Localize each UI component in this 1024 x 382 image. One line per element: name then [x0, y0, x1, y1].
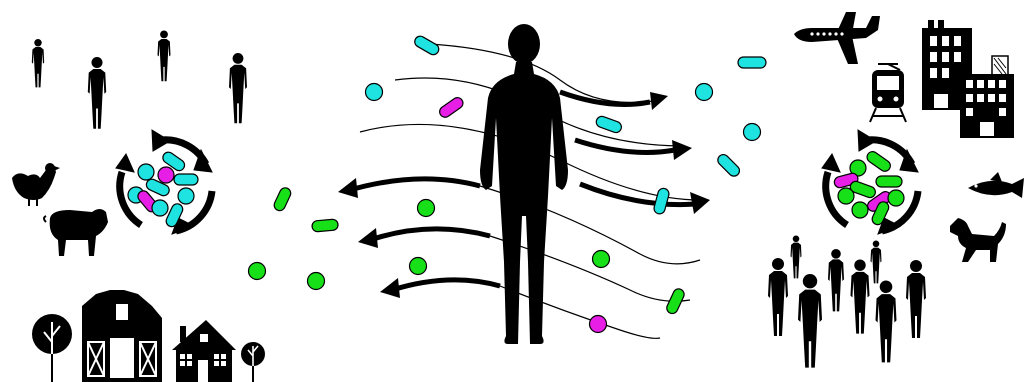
- person-icon: [798, 274, 822, 368]
- person-icon: [876, 281, 897, 363]
- person-icon: [229, 53, 247, 123]
- tree-icon: [32, 314, 72, 382]
- barn-icon: [82, 290, 162, 382]
- train-icon: [870, 64, 906, 122]
- right-people-group: [768, 236, 926, 368]
- bacteria-flow-left: [249, 186, 339, 289]
- bacteria-cluster-left: [128, 150, 198, 228]
- person-icon: [828, 249, 844, 311]
- dog-icon: [950, 218, 1006, 262]
- tree-icon: [241, 342, 265, 382]
- person-icon: [88, 57, 106, 129]
- person-icon: [791, 236, 802, 279]
- person-icon: [158, 30, 171, 81]
- person-icon: [32, 39, 44, 87]
- house-icon: [172, 320, 236, 382]
- bacteria-cluster-right: [833, 149, 904, 226]
- person-icon: [768, 258, 788, 336]
- airplane-icon: [794, 12, 880, 64]
- person-icon: [871, 241, 882, 284]
- person-icon: [906, 260, 926, 338]
- left-people-group: [32, 30, 247, 128]
- city-buildings-icon: [922, 20, 1014, 138]
- person-icon: [851, 260, 870, 334]
- pig-icon: [44, 209, 108, 256]
- chicken-icon: [12, 163, 60, 206]
- fish-icon: [968, 172, 1024, 198]
